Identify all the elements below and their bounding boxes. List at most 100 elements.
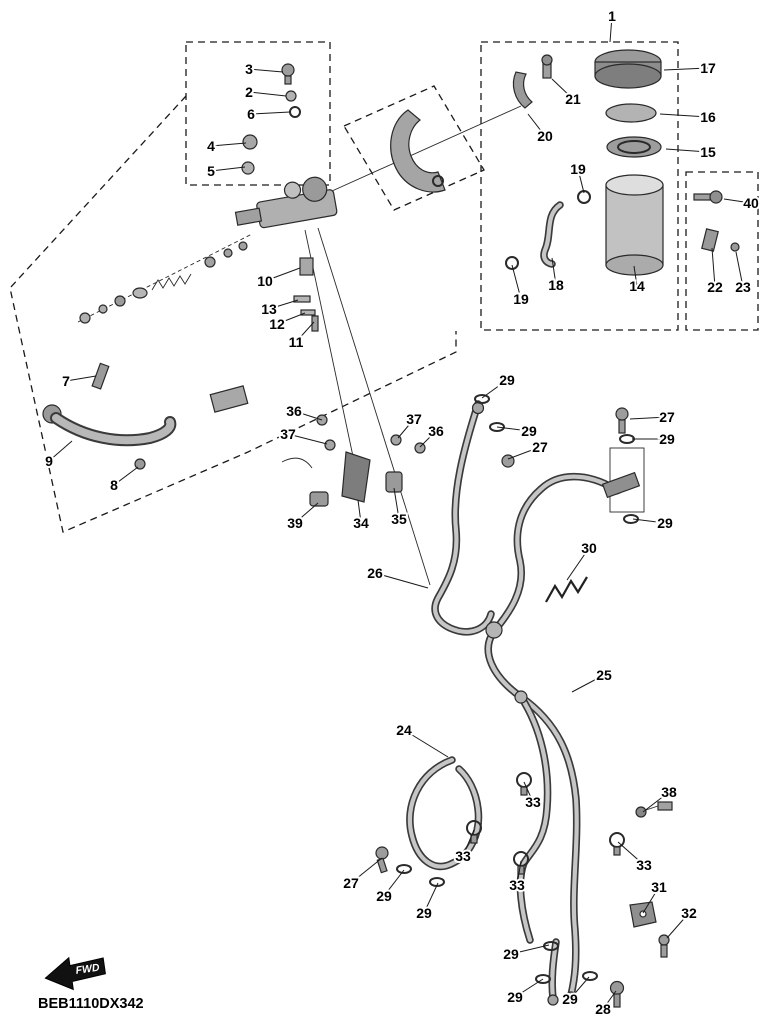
- part-34-bracket: [341, 451, 371, 503]
- part-29-washer-right-top: [619, 434, 635, 444]
- leader-line-23: [735, 251, 744, 288]
- callout-27: 27: [343, 875, 359, 891]
- part-4-bolt: [242, 134, 258, 150]
- brake-hose-branch-highlight: [518, 694, 550, 943]
- leader-line-26: [374, 572, 429, 589]
- leader-line-29: [383, 869, 405, 897]
- callout-3: 3: [245, 61, 253, 77]
- callout-26: 26: [367, 565, 383, 581]
- callout-32: 32: [681, 905, 697, 921]
- callout-33: 33: [455, 848, 471, 864]
- leader-line-4: [210, 142, 247, 147]
- dashed-group-outlines: [9, 41, 759, 533]
- leader-line-10: [264, 267, 301, 282]
- leader-line-24: [403, 729, 449, 758]
- leader-line-28: [602, 990, 617, 1010]
- leader-line-33: [516, 860, 522, 886]
- piston-kit: [77, 233, 253, 324]
- callout-31: 31: [651, 879, 667, 895]
- hose-junction-grommet: [485, 621, 503, 639]
- leader-line-31: [642, 886, 660, 914]
- diagram-code: BEB1110DX342: [38, 996, 144, 1012]
- right-fitting-group: [601, 407, 645, 524]
- callout-4: 4: [207, 138, 215, 154]
- callout-1: 1: [608, 8, 616, 24]
- leader-line-6: [250, 111, 291, 115]
- leader-line-19: [511, 264, 522, 300]
- leader-line-38: [642, 791, 670, 813]
- master-cylinder-boss: [302, 176, 328, 202]
- leader-line-27: [629, 416, 668, 420]
- callout-33: 33: [509, 877, 525, 893]
- callout-30: 30: [581, 540, 597, 556]
- master-cylinder-cap-port: [283, 181, 302, 199]
- fwd-arrow-shape: [44, 956, 106, 991]
- clamp-hole: [432, 175, 444, 187]
- part-33-clamp-d-tab: [517, 865, 525, 875]
- leader-line-7: [65, 375, 97, 382]
- callout-27: 27: [532, 439, 548, 455]
- fwd-arrow: FWD: [44, 956, 106, 991]
- handlebar-clamp: [390, 109, 446, 193]
- part-27-bolt-bottom: [375, 846, 389, 860]
- reference-lines: [304, 105, 522, 586]
- callout-2: 2: [245, 84, 253, 100]
- part-27-bolt-right-shaft: [618, 419, 626, 434]
- callout-22: 22: [707, 279, 723, 295]
- leader-line-27: [350, 857, 383, 884]
- callout-39: 39: [287, 515, 303, 531]
- bottom-left-fasteners: [375, 394, 598, 984]
- leader-line-29: [481, 379, 508, 399]
- bottom-right-group: [609, 901, 670, 1008]
- callout-16: 16: [700, 109, 716, 125]
- leader-line-22: [711, 247, 716, 288]
- leader-line-18: [551, 257, 557, 286]
- leader-line-27: [507, 446, 541, 460]
- callout-19: 19: [570, 161, 586, 177]
- leader-line-32: [666, 912, 690, 939]
- leader-line-13: [268, 299, 299, 310]
- part-32-bolt: [658, 934, 670, 946]
- leader-line-33: [523, 781, 534, 803]
- top-fasteners: [241, 63, 301, 175]
- leader-line-9: [48, 440, 73, 462]
- brake-hoses: [406, 400, 624, 1006]
- master-cylinder-port: [234, 207, 263, 226]
- fitting-bracket-outline: [609, 447, 645, 513]
- callout-20: 20: [537, 128, 553, 144]
- callout-17: 17: [700, 60, 716, 76]
- part-29-washer-mid: [489, 422, 505, 432]
- part-18-hose-highlight: [541, 202, 563, 267]
- hose-clamps: [466, 772, 673, 875]
- piston-part-d: [204, 256, 216, 268]
- part-14-reservoir-body: [605, 184, 664, 266]
- callout-33: 33: [636, 857, 652, 873]
- dashed-outline-lever-group: [9, 95, 457, 533]
- part-6-washer: [289, 106, 301, 118]
- callout-18: 18: [548, 277, 564, 293]
- leader-line-17: [663, 67, 709, 71]
- callout-13: 13: [261, 301, 277, 317]
- leader-line-29: [569, 976, 590, 1000]
- part-27-bolt-right: [615, 407, 629, 421]
- part-10-switch: [299, 257, 314, 276]
- part-20-bracket: [512, 71, 533, 109]
- part-5-nut: [241, 161, 255, 175]
- part-12: [300, 309, 316, 316]
- callout-5: 5: [207, 163, 215, 179]
- leader-line-19: [577, 168, 585, 194]
- callout-36: 36: [428, 423, 444, 439]
- leader-line-21: [551, 78, 574, 100]
- callout-6: 6: [247, 106, 255, 122]
- reservoir-base: [605, 254, 664, 276]
- fwd-label: FWD: [75, 962, 101, 977]
- part-2-nut: [285, 90, 297, 102]
- part-22-stay: [701, 228, 719, 252]
- part-33-clamp-a-tab: [520, 786, 528, 796]
- leader-line-36: [419, 430, 437, 448]
- leader-line-30: [566, 547, 590, 581]
- part-39-damper: [309, 491, 329, 507]
- leader-line-20: [527, 113, 546, 137]
- leader-line-3: [248, 68, 284, 73]
